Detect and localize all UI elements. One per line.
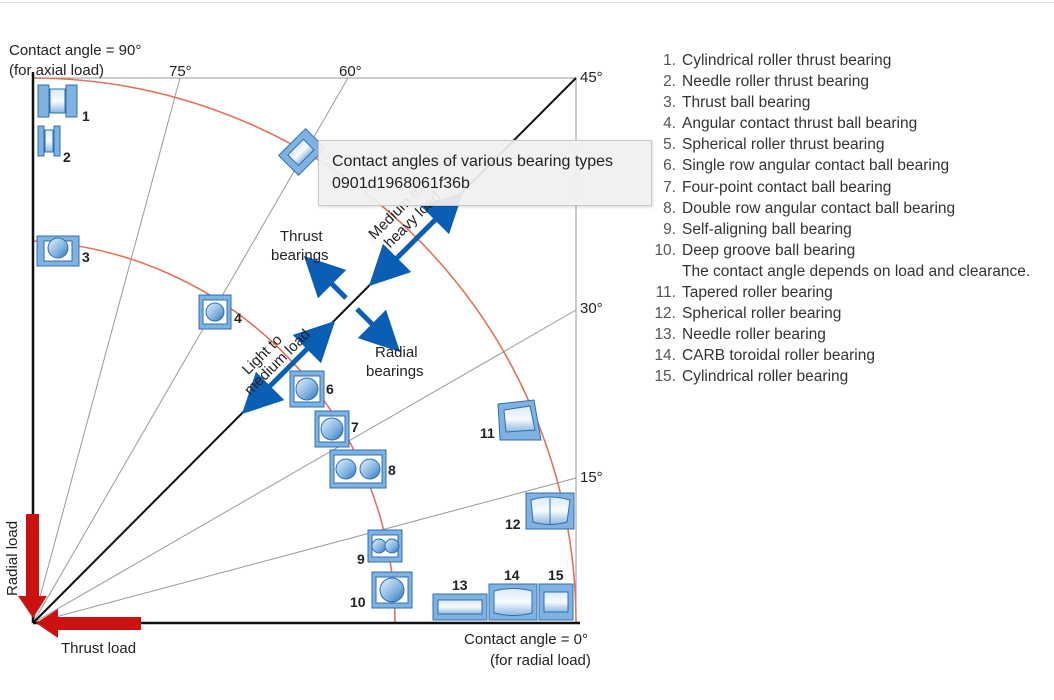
legend-item: 9.Self-aligning ball bearing <box>663 220 852 238</box>
bearing-13-icon <box>432 593 488 621</box>
axis-bottom-label: Contact angle = 0° <box>464 631 588 648</box>
bearing-14-icon <box>488 583 538 621</box>
legend-item: 2.Needle roller thrust bearing <box>663 73 869 91</box>
bearing-number-7: 7 <box>351 419 359 435</box>
top-divider <box>0 2 1054 3</box>
legend-item: 13.Needle roller bearing <box>654 326 826 344</box>
heavy-load-arrow-down <box>368 239 416 287</box>
legend-item: 3.Thrust ball bearing <box>663 94 811 112</box>
light-load-arrow-up <box>288 320 336 368</box>
tooltip-title: Contact angles of various bearing types <box>332 153 614 170</box>
axis-top-label: Contact angle = 90° <box>9 42 141 59</box>
bearing-3-icon <box>36 235 80 267</box>
bearing-9-icon <box>367 529 403 563</box>
legend-item: 14.CARB toroidal roller bearing <box>654 347 875 365</box>
legend-item: 12.Spherical roller bearing <box>654 305 842 323</box>
legend-item: 8.Double row angular contact ball bearin… <box>663 199 956 217</box>
legend-item: 5.Spherical roller thrust bearing <box>663 136 885 154</box>
radial-load-label: Radial load <box>4 521 21 596</box>
legend-item: 10.Deep groove ball bearing <box>654 241 856 259</box>
axis-bottom-sublabel: (for radial load) <box>490 652 591 669</box>
tooltip-id: 0901d1968061f36b <box>332 175 470 192</box>
thrust-bearings-label-line1: Thrust <box>280 228 323 245</box>
bearing-1-icon <box>37 84 78 118</box>
bearing-number-10: 10 <box>350 594 366 610</box>
heavy-load-arrow-up <box>412 191 464 243</box>
angle-60-label: 60° <box>339 63 362 80</box>
angle-30-label: 30° <box>580 300 603 317</box>
legend-item: 6.Single row angular contact ball bearin… <box>663 157 950 175</box>
thrust-bearings-arrow <box>303 255 348 300</box>
legend-item: 4.Angular contact thrust ball bearing <box>663 115 918 133</box>
radial-bearings-label-line1: Radial <box>375 344 418 361</box>
axis-top-sublabel: (for axial load) <box>9 62 104 79</box>
angle-45-label: 45° <box>580 69 603 86</box>
bearing-5-icon <box>277 127 327 177</box>
bearing-number-6: 6 <box>326 381 334 397</box>
bearing-8-icon <box>329 449 387 489</box>
bearing-11-icon <box>497 399 542 441</box>
radial-bearings-label-line2: bearings <box>366 363 424 380</box>
legend-item: 11.Tapered roller bearing <box>655 284 833 302</box>
bearing-number-1: 1 <box>82 108 90 124</box>
guide-line-75 <box>32 77 181 624</box>
legend-item: 15.Cylindrical roller bearing <box>654 368 849 386</box>
bearing-number-14: 14 <box>504 567 520 583</box>
contact-angle-diagram: Contact angle = 90° (for axial load) 75°… <box>4 42 603 669</box>
bearing-2-icon <box>37 125 61 157</box>
radial-load-arrow <box>18 514 47 618</box>
legend-note: The contact angle depends on load and cl… <box>682 262 1031 280</box>
guide-line-30 <box>32 309 577 624</box>
bearing-number-15: 15 <box>548 567 564 583</box>
bearing-number-2: 2 <box>63 149 71 165</box>
bearing-number-13: 13 <box>452 577 468 593</box>
bearing-4-icon <box>198 294 232 330</box>
bearing-10-icon <box>371 571 413 609</box>
bearing-legend: 1.Cylindrical roller thrust bearing 2.Ne… <box>640 50 1050 388</box>
bearing-7-icon <box>314 410 350 448</box>
bearing-15-icon <box>538 583 574 621</box>
light-load-arrow-down <box>241 364 292 415</box>
bearing-6-icon <box>289 370 325 408</box>
thrust-bearings-label-line2: bearings <box>271 247 329 264</box>
thrust-load-arrow <box>36 609 141 638</box>
bearing-number-9: 9 <box>357 551 365 567</box>
legend-item: 7.Four-point contact ball bearing <box>663 178 892 196</box>
bearing-number-11: 11 <box>480 425 495 441</box>
bearing-number-4: 4 <box>234 310 242 326</box>
image-tooltip: Contact angles of various bearing types … <box>318 140 652 206</box>
radial-bearings-arrow <box>355 307 401 353</box>
angle-75-label: 75° <box>169 63 192 80</box>
bearing-number-8: 8 <box>388 462 396 478</box>
bearing-number-12: 12 <box>505 516 521 532</box>
thrust-load-label: Thrust load <box>61 640 136 657</box>
angle-15-label: 15° <box>580 469 603 486</box>
bearing-12-icon <box>525 492 575 530</box>
guide-line-15 <box>32 477 577 624</box>
legend-item: 1.Cylindrical roller thrust bearing <box>663 52 892 69</box>
bearing-number-3: 3 <box>82 249 90 265</box>
